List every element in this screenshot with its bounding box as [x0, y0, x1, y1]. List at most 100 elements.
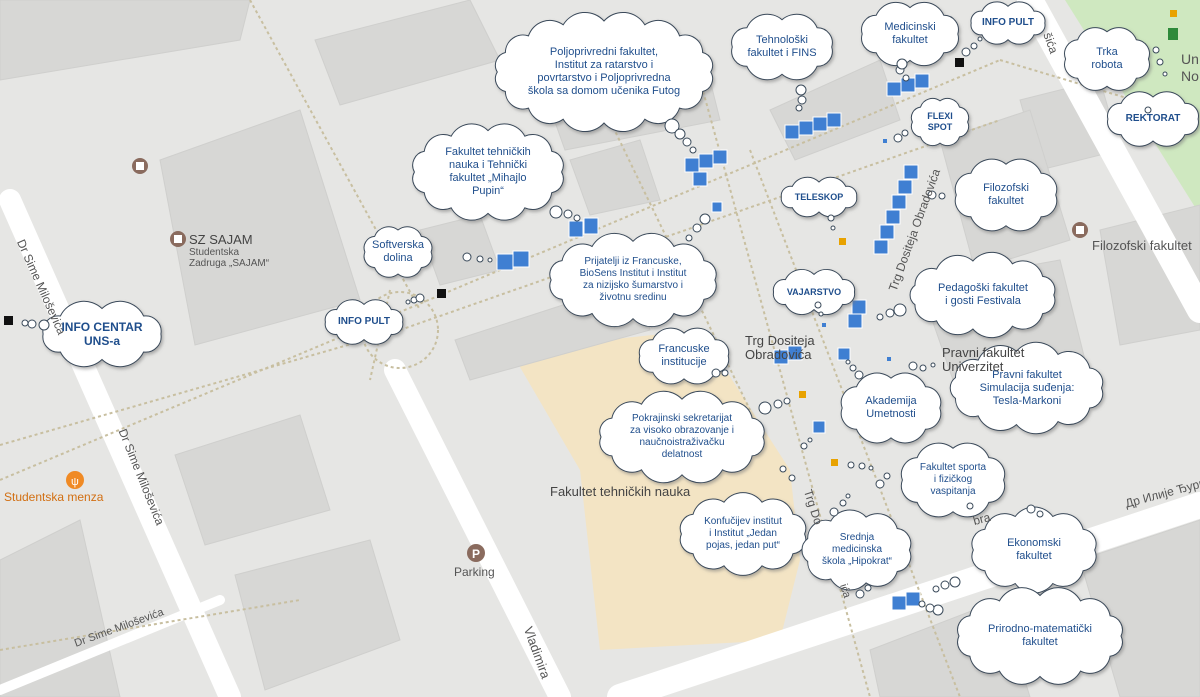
callout-dot [966, 502, 974, 510]
bubble-label: Pedagoški fakultet i gosti Festivala [938, 282, 1028, 307]
bubble-label: FLEXI SPOT [927, 111, 953, 132]
exhibitor-stand[interactable] [711, 201, 723, 213]
bubble-pravni[interactable]: Pravni fakultet Simulacija suđenja: Tesl… [946, 346, 1108, 430]
callout-dot [829, 507, 839, 517]
bubble-label: Konfučijev institut i Institut „Jedan po… [704, 516, 782, 551]
bubble-vajarstvo[interactable]: VAJARSTVO [770, 272, 858, 312]
place-sublabel-sajam: Studentska Zadruga „SAJAM“ [189, 247, 270, 269]
cloud-filozofski [954, 158, 1058, 232]
callout-dot [405, 299, 411, 305]
bubble-pedagoski[interactable]: Pedagoški fakultet i gosti Festivala [906, 256, 1060, 334]
exhibitor-stand[interactable] [851, 299, 867, 315]
bubble-info-centar[interactable]: INFO CENTAR UNS-a [38, 305, 166, 363]
callout-dot [940, 580, 950, 590]
callout-dot [949, 576, 961, 588]
bubble-ekonomski[interactable]: Ekonomski fakultet [968, 510, 1100, 590]
bubble-ftn-pupin[interactable]: Fakultet tehničkih nauka i Tehnički faku… [408, 125, 568, 219]
exhibitor-stand[interactable] [784, 124, 800, 140]
exhibitor-stand[interactable] [873, 239, 889, 255]
exhibitor-stand[interactable] [905, 591, 921, 607]
exhibitor-stand[interactable] [712, 149, 728, 165]
exhibitor-stand[interactable] [692, 171, 708, 187]
bubble-prijatelji[interactable]: Prijatelji iz Francuske, BioSens Institu… [544, 236, 722, 324]
bubble-info-pult-left[interactable]: INFO PULT [322, 302, 406, 342]
exhibitor-stand[interactable] [837, 347, 851, 361]
bubble-sport[interactable]: Fakultet sporta i fizičkog vaspitanja [898, 444, 1008, 516]
exhibitor-stand[interactable] [787, 345, 803, 361]
bubble-label: Tehnološki fakultet i FINS [747, 34, 817, 59]
cloud-info-pult-left [324, 299, 404, 345]
bubble-filozofski[interactable]: Filozofski fakultet [952, 160, 1060, 230]
exhibitor-stand[interactable] [891, 595, 907, 611]
bubble-label: Srednja medicinska škola „Hipokrat“ [821, 532, 893, 567]
bubble-label: Pokrajinski sekretarijat za visoko obraz… [630, 413, 734, 460]
callout-dot [875, 479, 885, 489]
exhibitor-stand[interactable] [903, 164, 919, 180]
bubble-teleskop[interactable]: TELESKOP [778, 180, 860, 214]
exhibitor-stand[interactable] [879, 224, 895, 240]
exhibitor-stand[interactable] [583, 217, 599, 235]
exhibitor-stand[interactable] [812, 116, 828, 132]
place-label-sajam: SZ SAJAM [189, 232, 253, 247]
exhibitor-stand[interactable] [512, 250, 530, 268]
callout-dot [783, 397, 791, 405]
svg-text:ψ: ψ [71, 476, 79, 488]
bubble-label: Fakultet tehničkih nauka i Tehnički faku… [445, 146, 531, 197]
callout-dot [845, 493, 851, 499]
bubble-label: INFO PULT [337, 316, 391, 327]
bubble-pmf[interactable]: Prirodno-matematički fakultet [952, 590, 1128, 682]
exhibitor-stand[interactable] [897, 179, 913, 195]
callout-dot [689, 146, 697, 154]
callout-dot [896, 58, 908, 70]
bubble-pokrajinski[interactable]: Pokrajinski sekretarijat za visoko obraz… [594, 394, 770, 480]
exhibitor-stand[interactable] [798, 120, 814, 136]
bubble-akademija[interactable]: Akademija Umetnosti [838, 374, 944, 442]
callout-dot [868, 465, 874, 471]
restaurant-icon: ψ [66, 471, 84, 489]
exhibitor-stand[interactable] [568, 220, 584, 238]
bubble-tehnoloski[interactable]: Tehnološki fakultet i FINS [728, 16, 836, 78]
cloud-tehnoloski [731, 13, 833, 81]
exhibitor-stand[interactable] [847, 313, 863, 329]
place-label-trg: Trg Dositeja Obradovića [745, 333, 815, 362]
callout-dot [845, 359, 851, 365]
callout-dot [883, 472, 891, 480]
callout-dot [1152, 46, 1160, 54]
callout-dot [902, 74, 910, 82]
exhibitor-stand[interactable] [812, 420, 826, 434]
bubble-label: Pravni fakultet Simulacija suđenja: Tesl… [979, 368, 1075, 407]
bubble-srednja[interactable]: Srednja medicinska škola „Hipokrat“ [800, 512, 914, 588]
bubble-flexi[interactable]: FLEXI SPOT [910, 98, 970, 146]
bubble-softverska[interactable]: Softverska dolina [362, 227, 434, 277]
callout-dot [814, 301, 822, 309]
exhibitor-stand[interactable] [885, 209, 901, 225]
bubble-info-pult-top[interactable]: INFO PULT [968, 4, 1048, 42]
callout-dot [818, 311, 824, 317]
exhibitor-stand[interactable] [914, 73, 930, 89]
callout-dot [38, 319, 50, 331]
callout-dot [918, 600, 926, 608]
exhibitor-stand[interactable] [698, 153, 714, 169]
cloud-srednja [801, 509, 912, 591]
place-label-ftn: Fakultet tehničkih nauka [550, 484, 691, 499]
exhibitor-stand[interactable] [891, 194, 907, 210]
callout-dot [932, 604, 944, 616]
bubble-trka[interactable]: Trka robota [1062, 28, 1152, 90]
exhibitor-stand[interactable] [496, 253, 514, 271]
bubble-label: Trka robota [1091, 46, 1123, 71]
callout-dot [563, 209, 573, 219]
bubble-francuske[interactable]: Francuske institucije [636, 330, 732, 382]
cloud-softverska [363, 226, 433, 278]
bubble-rektorat[interactable]: REKTORAT [1104, 94, 1200, 144]
bubble-label: Filozofski fakultet [983, 182, 1029, 207]
bubble-poljoprivredni[interactable]: Poljoprivredni fakultet, Institut za rat… [488, 14, 720, 130]
exhibitor-stand[interactable] [684, 157, 700, 173]
callout-dot [21, 319, 29, 327]
bubble-konfucije[interactable]: Konfučijev institut i Institut „Jedan po… [676, 496, 810, 572]
bubble-medicinski[interactable]: Medicinski fakultet [858, 4, 962, 64]
exhibitor-stand[interactable] [826, 112, 842, 128]
bubble-label: Ekonomski fakultet [1007, 537, 1061, 562]
exhibitor-stand[interactable] [886, 81, 902, 97]
callout-dot [925, 603, 935, 613]
